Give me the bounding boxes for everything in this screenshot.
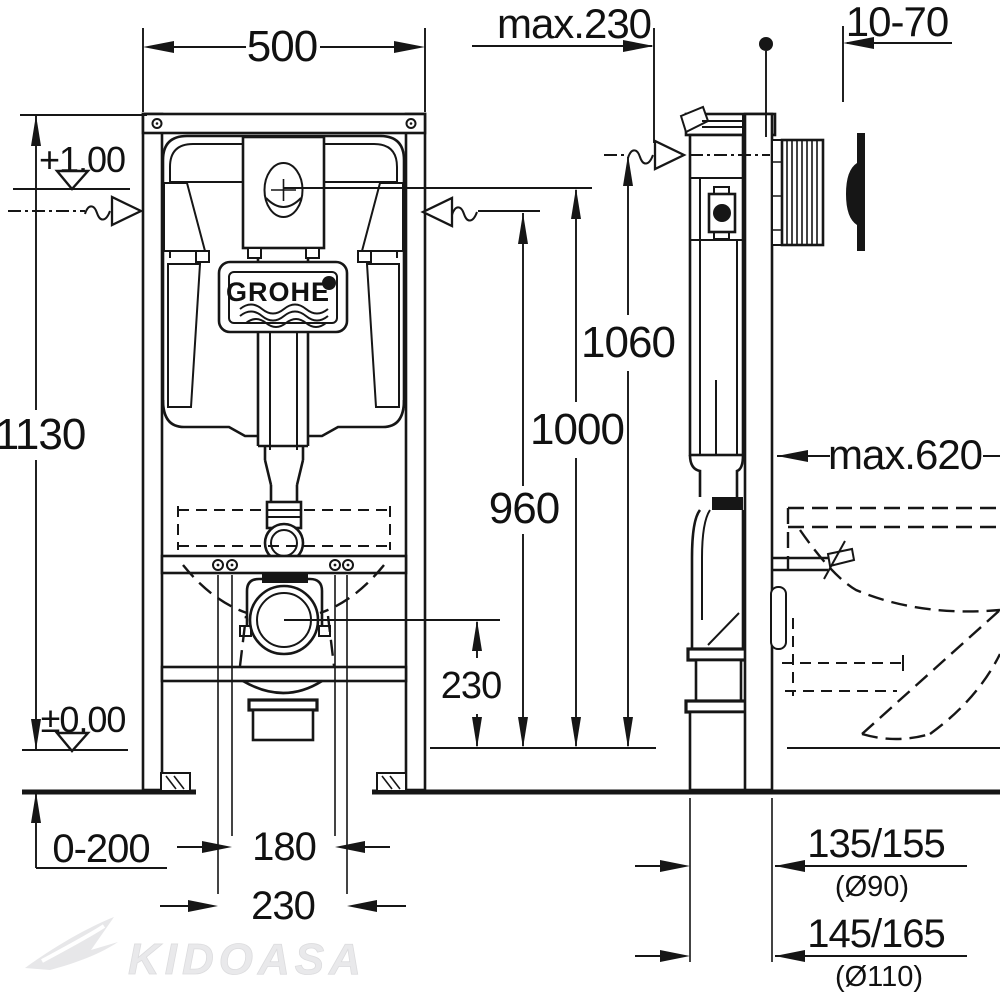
dim-drain-height-label: 230 [441, 665, 501, 707]
dim-offset-90-label: 135/155 [807, 822, 945, 866]
dim-frame-height-label: 1130 [0, 410, 85, 459]
dim-fixing-outer: 230 [160, 884, 406, 928]
left-foot [160, 772, 191, 792]
upper-cross-rail [160, 554, 408, 575]
dim-fixing-outer-label: 230 [251, 884, 315, 928]
arrow-right-icon [202, 841, 232, 853]
dim-floor-buildup: 0-200 [31, 792, 167, 871]
level-floor: ±0,00 [41, 699, 126, 753]
drain-socket-rim [247, 698, 319, 712]
frame-top-rail [141, 112, 427, 135]
dim-offset-90: 135/155 (Ø90) [635, 822, 967, 903]
arrow-down-icon [472, 717, 482, 748]
arrow-up-icon [31, 115, 41, 146]
left-pocket [163, 182, 207, 252]
inspection-box [707, 186, 737, 240]
dim-offset-110: 145/165 (Ø110) [635, 912, 967, 993]
lower-cross-rail [160, 665, 408, 683]
arrow-right-icon [394, 41, 425, 53]
dim-frame-height: 1130 [0, 114, 147, 750]
dim-fixing-inner: 180 [177, 825, 390, 869]
right-pocket [360, 182, 404, 252]
dim-dia-110-label: (Ø110) [835, 961, 923, 993]
arrow-down-icon [571, 717, 581, 748]
brand-waves-icon [239, 303, 329, 315]
arrow-up-icon [623, 155, 633, 186]
fixing-bolts [212, 559, 354, 571]
side-supply-mark [604, 139, 770, 171]
dim-max-230: max.230 [472, 0, 655, 143]
dim-10-70: 10-70 [759, 0, 952, 137]
tank-rib [365, 263, 400, 408]
drain-socket [251, 708, 315, 742]
dim-960: 960 [480, 210, 560, 748]
dim-max-620: max.620 [777, 431, 1000, 478]
break-arrow-icon [420, 196, 454, 228]
side-view [679, 105, 1000, 792]
dim-1000-label: 1000 [530, 405, 624, 454]
front-view: GROHE [141, 112, 427, 792]
dim-max-620-label: max.620 [828, 431, 982, 478]
level-triangle-icon [54, 169, 91, 191]
dim-10-70-label: 10-70 [846, 0, 948, 45]
break-arrow-icon [653, 139, 687, 171]
supply-pipe [772, 540, 856, 580]
dim-offset-110-label: 145/165 [807, 912, 945, 956]
drain-elbow [684, 509, 750, 792]
brand-label: GROHE [226, 277, 330, 307]
dim-floor-buildup-label: 0-200 [52, 827, 149, 871]
dim-frame-width-label: 500 [247, 22, 317, 71]
brand-plate: GROHE [217, 260, 349, 334]
frame-left-rail [141, 112, 164, 792]
arrow-up-icon [571, 188, 581, 219]
dimension-dot-icon [759, 37, 773, 51]
arrow-left-icon [143, 41, 174, 53]
arrow-left-icon [775, 950, 805, 962]
arrow-right-icon [623, 40, 654, 52]
arrow-left-icon [843, 37, 874, 49]
frame-right-rail [404, 112, 427, 792]
arrow-up-icon [518, 213, 528, 244]
arrow-down-icon [518, 717, 528, 748]
pan-side-dashed [782, 506, 1000, 741]
brand-dot-icon [322, 276, 336, 290]
pan-outline-dashed [182, 564, 248, 615]
arrow-left-icon [775, 860, 805, 872]
flush-plate [846, 133, 865, 251]
arrow-right-icon [188, 900, 218, 912]
arrow-left-icon [347, 900, 377, 912]
flush-pipe [258, 444, 308, 564]
arrow-right-icon [660, 950, 690, 962]
arrow-down-icon [623, 717, 633, 748]
dim-960-label: 960 [489, 484, 559, 533]
arrow-left-icon [777, 450, 808, 462]
arrow-up-icon [31, 792, 41, 823]
arrow-right-icon [660, 860, 690, 872]
arrow-up-icon [472, 620, 482, 651]
rail-tab [770, 586, 787, 650]
dim-drain-height: 230 [284, 619, 502, 748]
tank-rib [167, 263, 202, 408]
dim-dia-90-label: (Ø90) [835, 871, 909, 903]
dim-max-230-label: max.230 [497, 0, 651, 47]
arrow-down-icon [31, 719, 41, 750]
arrow-left-icon [335, 841, 365, 853]
crosshair-icon [271, 179, 296, 201]
dim-1060: 1060 [581, 155, 676, 748]
frame-rail-side [743, 112, 774, 792]
supply-connection-marks [8, 195, 540, 228]
watermark: KIDOASA [25, 917, 366, 984]
watermark-text: KIDOASA [128, 935, 366, 984]
dim-1060-label: 1060 [581, 318, 675, 367]
dim-fixing-inner-label: 180 [252, 825, 316, 869]
dim-1000: 1000 [530, 188, 625, 748]
right-foot [376, 772, 407, 792]
break-arrow-icon [110, 195, 144, 227]
level-triangle-icon [54, 731, 91, 753]
level-upper: +1,00 [13, 139, 130, 191]
dim-frame-width: 500 [142, 22, 426, 112]
